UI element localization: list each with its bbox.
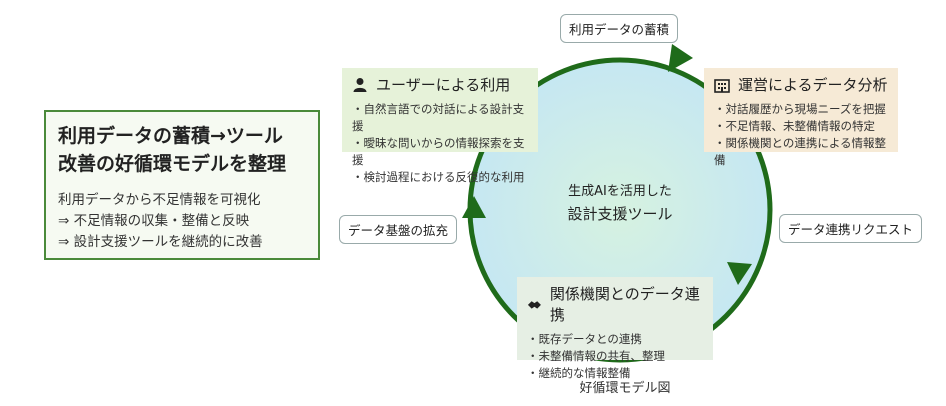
summary-title-line2: 改善の好循環モデルを整理: [58, 153, 287, 175]
arrow-top-icon: [668, 44, 693, 72]
center-label: 生成AIを活用した 設計支援ツール: [530, 180, 710, 224]
list-item: 不足情報、未整備情報の特定: [714, 118, 888, 135]
list-item: 検討過程における反復的な利用: [352, 169, 528, 186]
flow-label-right: データ連携リクエスト: [779, 214, 923, 243]
list-item: 自然言語での対話による設計支援: [352, 101, 528, 135]
stage-user-head: ユーザーによる利用: [352, 74, 528, 95]
building-icon: [714, 78, 730, 93]
list-item: 対話履歴から現場ニーズを把握: [714, 101, 888, 118]
stage-user-title: ユーザーによる利用: [376, 76, 511, 94]
stage-ops: 運営によるデータ分析 対話履歴から現場ニーズを把握 不足情報、未整備情報の特定 …: [704, 68, 898, 167]
center-line2: 設計支援ツール: [567, 205, 673, 223]
summary-line: ⇒ 設計支援ツールを継続的に改善: [58, 234, 263, 250]
arrow-right-icon: [727, 262, 752, 285]
stage-org-head: 関係機関とのデータ連携: [527, 283, 703, 325]
stage-user-list: 自然言語での対話による設計支援 曖昧な問いからの情報探索を支援 検討過程における…: [352, 101, 528, 186]
arrow-left-icon: [462, 196, 486, 218]
figure-caption: 好循環モデル図: [579, 381, 671, 396]
summary-line: ⇒ 不足情報の収集・整備と反映: [58, 213, 250, 229]
stage-user: ユーザーによる利用 自然言語での対話による設計支援 曖昧な問いからの情報探索を支…: [342, 68, 538, 184]
stage-ops-list: 対話履歴から現場ニーズを把握 不足情報、未整備情報の特定 関係機関との連携による…: [714, 101, 888, 169]
list-item: 未整備情報の共有、整理: [527, 348, 703, 365]
stage-ops-head: 運営によるデータ分析: [714, 74, 888, 95]
center-line1: 生成AIを活用した: [568, 184, 672, 199]
stage-org: 関係機関とのデータ連携 既存データとの連携 未整備情報の共有、整理 継続的な情報…: [517, 277, 713, 380]
list-item: 継続的な情報整備: [527, 365, 703, 382]
summary-lines: 利用データから不足情報を可視化 ⇒ 不足情報の収集・整備と反映 ⇒ 設計支援ツー…: [58, 190, 306, 253]
flow-label-top: 利用データの蓄積: [560, 14, 679, 43]
list-item: 既存データとの連携: [527, 331, 703, 348]
flow-label-left: データ基盤の拡充: [339, 215, 458, 244]
list-item: 関係機関との連携による情報整備: [714, 135, 888, 169]
list-item: 曖昧な問いからの情報探索を支援: [352, 135, 528, 169]
summary-box: 利用データの蓄積→ツール 改善の好循環モデルを整理 利用データから不足情報を可視…: [44, 110, 320, 260]
summary-title-line1: 利用データの蓄積→ツール: [58, 125, 283, 147]
stage-ops-title: 運営によるデータ分析: [738, 76, 888, 94]
stage-org-title: 関係機関とのデータ連携: [549, 285, 700, 324]
summary-line: 利用データから不足情報を可視化: [58, 192, 261, 208]
person-icon: [353, 77, 367, 92]
handshake-icon: [527, 301, 541, 309]
stage-org-list: 既存データとの連携 未整備情報の共有、整理 継続的な情報整備: [527, 331, 703, 382]
